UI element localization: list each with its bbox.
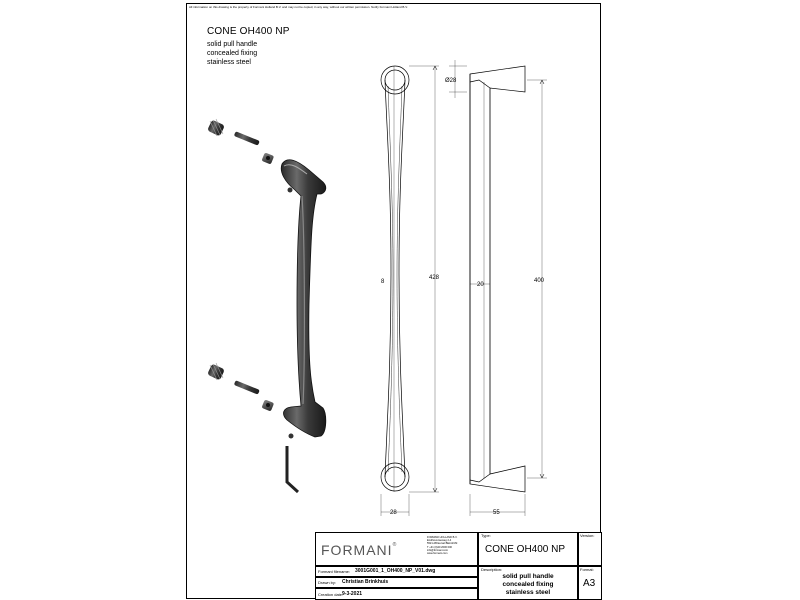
grub-screw-top (208, 118, 224, 137)
dim-diameter: Ø28 (445, 78, 457, 84)
description-line-3: stainless steel (207, 59, 251, 66)
formani-logo: FORMANI® (321, 542, 398, 558)
product-title: CONE OH400 NP (207, 26, 290, 37)
drawn-by-label: Drawn by: (318, 580, 337, 585)
side-view (469, 65, 526, 493)
hex-key (285, 446, 300, 494)
drawn-by-cell (315, 577, 478, 588)
technical-drawing: 8 428 28 (208, 60, 547, 516)
format-value: A3 (583, 578, 596, 589)
brand-cell (315, 532, 478, 566)
drawing-sheet: All information on this drawing is the p… (186, 3, 602, 600)
type-value: CONE OH400 NP (485, 544, 566, 555)
type-cell (478, 532, 578, 566)
dim-length: 400 (534, 278, 545, 284)
filename-cell (315, 566, 478, 577)
copyright-notice: All information on this drawing is the p… (189, 5, 408, 9)
description-value: solid pull handle concealed fixing stain… (502, 573, 554, 596)
dim-bottom-side: 55 (493, 510, 500, 516)
front-view (380, 65, 410, 492)
dim-depth: 20 (477, 282, 484, 288)
filename-label: Formani filename: (318, 569, 351, 574)
description-line-1: solid pull handle (207, 41, 258, 48)
version-cell (578, 532, 602, 566)
type-label: Type: (481, 533, 491, 538)
company-address: FORMANI HOLLAND B.V. Eindhovenseweg 2-4 … (427, 536, 458, 556)
dim-bottom-front: 28 (390, 510, 397, 516)
drawn-by-value: Christian Brinkhuis (342, 579, 389, 585)
description-line-2: concealed fixing (207, 50, 258, 57)
dim-front-width: 8 (381, 279, 385, 285)
version-label: Version: (580, 533, 595, 538)
filename-value: 3001G001_1_OH400_NP_V01.dwg (355, 568, 436, 574)
creation-date-value: 9-3-2021 (342, 591, 363, 597)
handle-body-3d (280, 159, 327, 438)
description-label: Description: (481, 567, 503, 572)
exploded-3d-view (208, 118, 327, 494)
creation-date-label: Creation date: (318, 592, 344, 597)
format-label: Format: (580, 567, 594, 572)
dim-height-total: 428 (429, 275, 440, 281)
